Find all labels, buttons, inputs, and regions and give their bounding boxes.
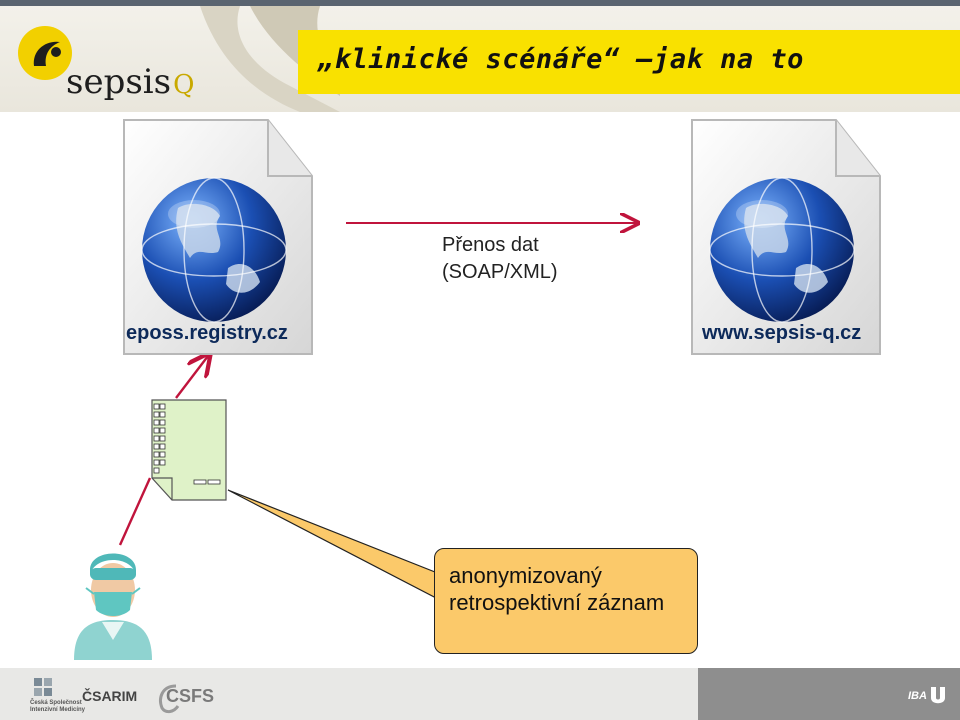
- transfer-label-line2: (SOAP/XML): [442, 261, 558, 283]
- slide-title: „klinické scénáře“ –jak na to: [318, 44, 804, 75]
- csarim-logo: ČSARIM: [82, 688, 138, 704]
- callout-box: [434, 548, 698, 654]
- title-bar: [298, 30, 960, 94]
- callout-line2: retrospektivní záznam: [449, 590, 665, 615]
- logo-wordmark: sepsisQ: [66, 62, 194, 102]
- right-globe-document-icon: [691, 119, 881, 355]
- callout-line1: anonymizovaný: [449, 563, 602, 588]
- logo-q: Q: [173, 70, 195, 100]
- csfs-logo: CSFS: [166, 686, 215, 706]
- callout-pointer: [227, 489, 441, 601]
- top-strip: [0, 0, 960, 6]
- doctor-to-form-line: [118, 477, 152, 546]
- transfer-label-line1: Přenos dat: [442, 234, 539, 256]
- csim-line1: Česká Společnost: [30, 700, 82, 706]
- doctor-icon: [74, 553, 152, 660]
- callout-text: anonymizovaný retrospektivní záznam: [449, 562, 664, 616]
- form-to-server-arrow: [175, 356, 208, 399]
- csim-text: Česká Společnost Intenzivní Medicíny: [30, 700, 85, 714]
- csim-logo-icon: [34, 678, 52, 696]
- logo-swirl-icon: [33, 41, 61, 66]
- left-server-label: eposs.registry.cz: [126, 322, 288, 344]
- transfer-label: Přenos dat (SOAP/XML): [442, 232, 558, 286]
- footer-right-panel: [698, 668, 960, 720]
- iba-logo: IBA: [908, 690, 927, 702]
- csim-line2: Intenzivní Medicíny: [30, 707, 86, 713]
- logo-text: sepsis: [66, 62, 172, 102]
- left-globe-document-icon: [123, 119, 313, 355]
- csfs-swirl-icon: [159, 684, 180, 714]
- right-server-label: www.sepsis-q.cz: [702, 322, 862, 344]
- record-form-icon: [151, 399, 227, 501]
- muni-logo-icon: [931, 687, 945, 704]
